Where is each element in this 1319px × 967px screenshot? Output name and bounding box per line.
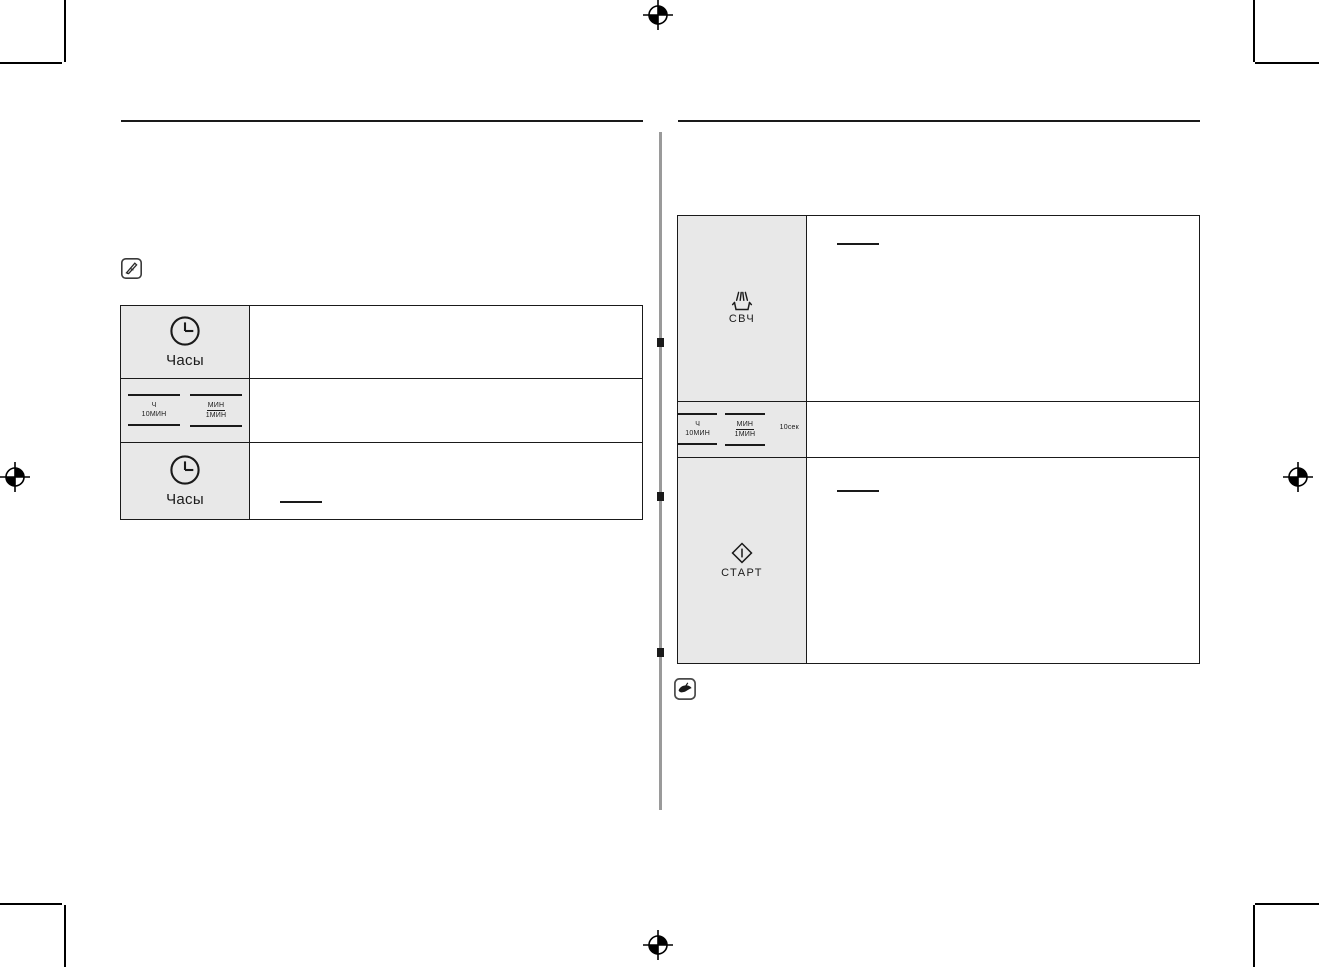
right-page: СВЧ Ч 10МИН — [660, 0, 1319, 967]
left-step-table: Часы Ч 10МИН — [120, 305, 643, 520]
hour-10min-key-bottom: 10МИН — [141, 411, 167, 418]
min-1min-key-bottom: 1МИН — [205, 412, 227, 419]
min-1min-key[interactable]: МИН 1МИН — [725, 413, 765, 446]
center-gutter-divider — [659, 132, 662, 810]
right-step-table: СВЧ Ч 10МИН — [677, 215, 1200, 664]
min-1min-key-bottom: 1МИН — [734, 431, 756, 438]
table-row: Часы — [120, 305, 643, 379]
crop-mark-bottom-right-h — [1255, 903, 1319, 905]
left-row3-button-cell[interactable]: Часы — [120, 442, 250, 520]
left-row2-button-cell[interactable]: Ч 10МИН МИН 1МИН — [120, 378, 250, 443]
crop-mark-bottom-right-v — [1253, 905, 1255, 967]
hour-10min-key[interactable]: Ч 10МИН — [128, 394, 180, 426]
microwave-button[interactable]: СВЧ — [727, 290, 757, 325]
ten-sec-key-label: 10сек — [779, 424, 799, 432]
ten-sec-key[interactable]: 10сек — [773, 413, 806, 431]
right-row2-button-cell[interactable]: Ч 10МИН МИН 1МИН 10сек — [677, 401, 807, 458]
hour-10min-key[interactable]: Ч 10МИН — [678, 413, 718, 445]
right-row3-button-cell[interactable]: СТАРТ — [677, 457, 807, 664]
clock-button-label: Часы — [166, 352, 204, 369]
table-row: Ч 10МИН МИН 1МИН — [120, 378, 643, 443]
table-row: Часы — [120, 442, 643, 520]
left-page: Часы Ч 10МИН — [120, 120, 643, 520]
note-hand-icon — [674, 678, 696, 700]
right-row1-button-cell[interactable]: СВЧ — [677, 215, 807, 402]
right-row3-text-cell — [806, 457, 1200, 664]
right-row1-text-cell — [806, 215, 1200, 402]
crop-mark-top-left-h — [0, 62, 62, 64]
registration-mark-right — [1283, 462, 1313, 492]
time-keys-group[interactable]: Ч 10МИН МИН 1МИН — [121, 394, 249, 427]
microwave-button-label: СВЧ — [728, 313, 756, 325]
table-row: СТАРТ — [677, 457, 1200, 664]
right-row3-inline-rule — [837, 490, 879, 492]
clock-button-2-label: Часы — [166, 491, 204, 508]
hour-10min-key-top: Ч — [695, 420, 701, 428]
min-1min-key-top: МИН — [735, 420, 755, 430]
clock-button[interactable]: Часы — [166, 314, 204, 369]
gutter-tick-3 — [657, 648, 664, 657]
right-page-header-rule — [678, 120, 1200, 122]
hour-10min-key-bottom: 10МИН — [685, 430, 710, 437]
right-row1-inline-rule — [837, 243, 879, 245]
registration-mark-left — [0, 462, 30, 492]
left-row3-inline-rule — [280, 501, 322, 503]
crop-mark-top-right-h — [1255, 62, 1319, 64]
microwave-waves-icon — [731, 291, 753, 311]
right-row2-text-cell — [806, 401, 1200, 458]
registration-mark-top — [643, 0, 673, 30]
left-row2-text-cell — [249, 378, 643, 443]
crop-mark-bottom-left-v — [64, 905, 66, 967]
time-keys-group[interactable]: Ч 10МИН МИН 1МИН 10сек — [678, 413, 806, 446]
start-diamond-icon — [731, 542, 753, 564]
left-row1-text-cell — [249, 305, 643, 379]
registration-mark-bottom — [643, 930, 673, 960]
left-row3-text-cell — [249, 442, 643, 520]
table-row: СВЧ — [677, 215, 1200, 402]
clock-icon — [170, 455, 200, 485]
crop-mark-bottom-left-h — [0, 903, 62, 905]
clock-button-2[interactable]: Часы — [166, 453, 204, 508]
gutter-tick-1 — [657, 338, 664, 347]
note-pencil-icon — [121, 258, 142, 279]
clock-icon — [170, 316, 200, 346]
left-row1-button-cell[interactable]: Часы — [120, 305, 250, 379]
crop-mark-top-right-v — [1253, 0, 1255, 62]
hour-10min-key-top: Ч — [151, 401, 157, 409]
min-1min-key-top: МИН — [206, 401, 226, 411]
start-button-label: СТАРТ — [721, 567, 763, 579]
min-1min-key[interactable]: МИН 1МИН — [190, 394, 242, 427]
gutter-tick-2 — [657, 492, 664, 501]
table-row: Ч 10МИН МИН 1МИН 10сек — [677, 401, 1200, 458]
start-button[interactable]: СТАРТ — [721, 540, 763, 579]
crop-mark-top-left-v — [64, 0, 66, 62]
left-page-header-rule — [121, 120, 643, 122]
